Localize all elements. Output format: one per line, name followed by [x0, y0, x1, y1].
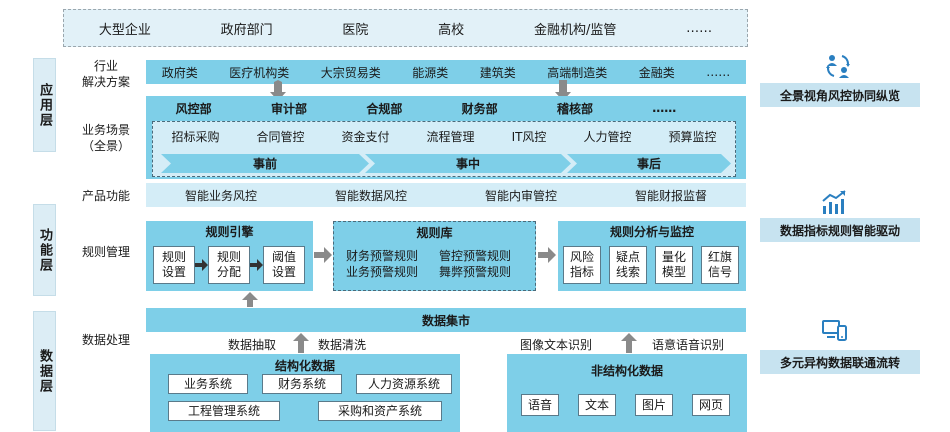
customer-item: 高校 — [438, 22, 465, 38]
down-arrow-icon — [270, 80, 286, 101]
cycle-people-icon — [826, 55, 850, 78]
image-text-label: 图像文本识别 — [520, 338, 593, 352]
bar-chart-trend-icon — [822, 190, 846, 214]
product-item: 智能业务风控 — [184, 188, 257, 203]
row-label-product: 产品功能 — [81, 189, 130, 203]
structured-data-panel: 结构化数据 业务系统 财务系统 人力资源系统 工程管理系统 采购和资产系统 — [150, 354, 460, 432]
row-label-rules: 规则管理 — [81, 245, 130, 259]
department-item: 风控部 — [175, 101, 212, 116]
rule-engine-title: 规则引擎 — [205, 225, 254, 239]
unstructured-data-title: 非结构化数据 — [590, 364, 663, 378]
rule-analysis-item: 量化 模型 — [655, 246, 693, 284]
structured-data-title: 结构化数据 — [274, 359, 335, 373]
unstructured-item: 网页 — [692, 394, 730, 416]
data-extract-label: 数据抽取 — [228, 338, 277, 352]
activity-item: 合同管控 — [256, 129, 305, 144]
customer-item: 医院 — [342, 22, 369, 38]
customer-item: 政府部门 — [220, 22, 273, 38]
up-arrow-icon — [242, 292, 258, 307]
layer-data: 数据层 — [33, 311, 56, 431]
right-arrow-icon — [314, 247, 332, 263]
product-item: 智能财报监督 — [634, 188, 707, 203]
phase-during: 事中 — [365, 154, 571, 173]
customer-types-bar: 大型企业 政府部门 医院 高校 金融机构/监管 …… — [63, 9, 748, 47]
phase-before: 事前 — [161, 154, 369, 173]
structured-item: 业务系统 — [168, 374, 248, 394]
department-item: 稽核部 — [556, 101, 593, 116]
activity-item: 预算监控 — [668, 129, 717, 144]
industry-item: 政府类 — [161, 65, 198, 80]
unstructured-item: 语音 — [521, 394, 559, 416]
activity-row: 招标采购 合同管控 资金支付 流程管理 IT风控 人力管控 预算监控 — [153, 122, 735, 150]
rule-engine-panel: 规则引擎 规则 设置 规则 分配 阈值 设置 — [146, 221, 313, 291]
product-band: 智能业务风控 智能数据风控 智能内审管控 智能财报监督 — [146, 183, 746, 207]
feature-panorama: 全景视角风控协同纵览 — [760, 83, 920, 107]
industry-item: 建筑类 — [479, 65, 516, 80]
product-item: 智能内审管控 — [484, 188, 557, 203]
right-arrow-icon — [538, 247, 556, 263]
industry-item: …… — [706, 65, 731, 79]
structured-item: 人力资源系统 — [356, 374, 452, 394]
unstructured-item: 文本 — [578, 394, 616, 416]
customer-item: 金融机构/监管 — [533, 22, 617, 38]
unstructured-data-panel: 非结构化数据 语音 文本 图片 网页 — [507, 354, 747, 432]
rule-library-item: 业务预警规则 — [346, 265, 419, 279]
activity-item: 招标采购 — [171, 129, 220, 144]
department-item: …… — [652, 101, 677, 115]
unstructured-item: 图片 — [635, 394, 673, 416]
department-item: 合规部 — [366, 101, 403, 116]
devices-icon — [822, 320, 847, 341]
customer-item: …… — [686, 20, 713, 36]
rule-analysis-title: 规则分析与监控 — [609, 225, 694, 239]
activity-item: 人力管控 — [583, 129, 632, 144]
data-clean-label: 数据清洗 — [318, 338, 367, 352]
rule-library-item: 财务预警规则 — [346, 249, 419, 263]
down-arrow-icon — [555, 80, 571, 101]
layer-function: 功能层 — [33, 204, 56, 296]
rule-engine-item: 规则 设置 — [153, 246, 195, 284]
structured-item: 工程管理系统 — [168, 401, 280, 421]
feature-data-driven: 数据指标规则智能驱动 — [760, 218, 920, 242]
scene-activities-box: 招标采购 合同管控 资金支付 流程管理 IT风控 人力管控 预算监控 事前 事中… — [152, 121, 736, 177]
rule-engine-item: 规则 分配 — [208, 246, 250, 284]
right-arrow-icon — [195, 259, 208, 271]
industry-item: 能源类 — [412, 65, 449, 80]
activity-item: 流程管理 — [426, 129, 475, 144]
industry-item: 医疗机构类 — [229, 65, 290, 80]
up-arrow-icon — [621, 333, 637, 353]
semantic-voice-label: 语意语音识别 — [652, 338, 725, 352]
activity-item: IT风控 — [511, 129, 547, 144]
rule-analysis-item: 疑点 线索 — [609, 246, 647, 284]
right-arrow-icon — [250, 259, 263, 271]
structured-item: 采购和资产系统 — [318, 401, 442, 421]
layer-app: 应用层 — [33, 58, 56, 152]
row-label-data: 数据处理 — [81, 333, 130, 347]
department-row: 风控部 审计部 合规部 财务部 稽核部 …… — [146, 99, 706, 117]
rule-library-title: 规则库 — [416, 226, 453, 240]
structured-item: 财务系统 — [262, 374, 342, 394]
data-mart-band: 数据集市 — [146, 308, 746, 332]
industry-item: 高端制造类 — [547, 65, 608, 80]
row-label-scenes: 业务场景 （全景） — [81, 123, 130, 153]
rule-library-item: 管控预警规则 — [439, 249, 512, 263]
rule-analysis-item: 红旗 信号 — [701, 246, 739, 284]
rule-analysis-item: 风险 指标 — [563, 246, 601, 284]
rule-library-panel: 规则库 财务预警规则 管控预警规则 业务预警规则 舞弊预警规则 — [333, 221, 536, 291]
industry-band: 政府类 医疗机构类 大宗贸易类 能源类 建筑类 高端制造类 金融类 …… — [146, 60, 746, 84]
phase-after: 事后 — [567, 154, 731, 173]
industry-item: 大宗贸易类 — [320, 65, 381, 80]
rule-analysis-panel: 规则分析与监控 风险 指标 疑点 线索 量化 模型 红旗 信号 — [558, 221, 746, 291]
rule-engine-item: 阈值 设置 — [263, 246, 305, 284]
department-item: 财务部 — [461, 101, 498, 116]
product-item: 智能数据风控 — [334, 188, 407, 203]
department-item: 审计部 — [270, 101, 307, 116]
row-label-industry: 行业 解决方案 — [81, 59, 130, 89]
customer-item: 大型企业 — [98, 22, 151, 38]
activity-item: 资金支付 — [341, 129, 390, 144]
up-arrow-icon — [293, 333, 309, 353]
rule-library-item: 舞弊预警规则 — [439, 265, 512, 279]
feature-multi-source: 多元异构数据联通流转 — [760, 350, 920, 374]
industry-item: 金融类 — [638, 65, 675, 80]
